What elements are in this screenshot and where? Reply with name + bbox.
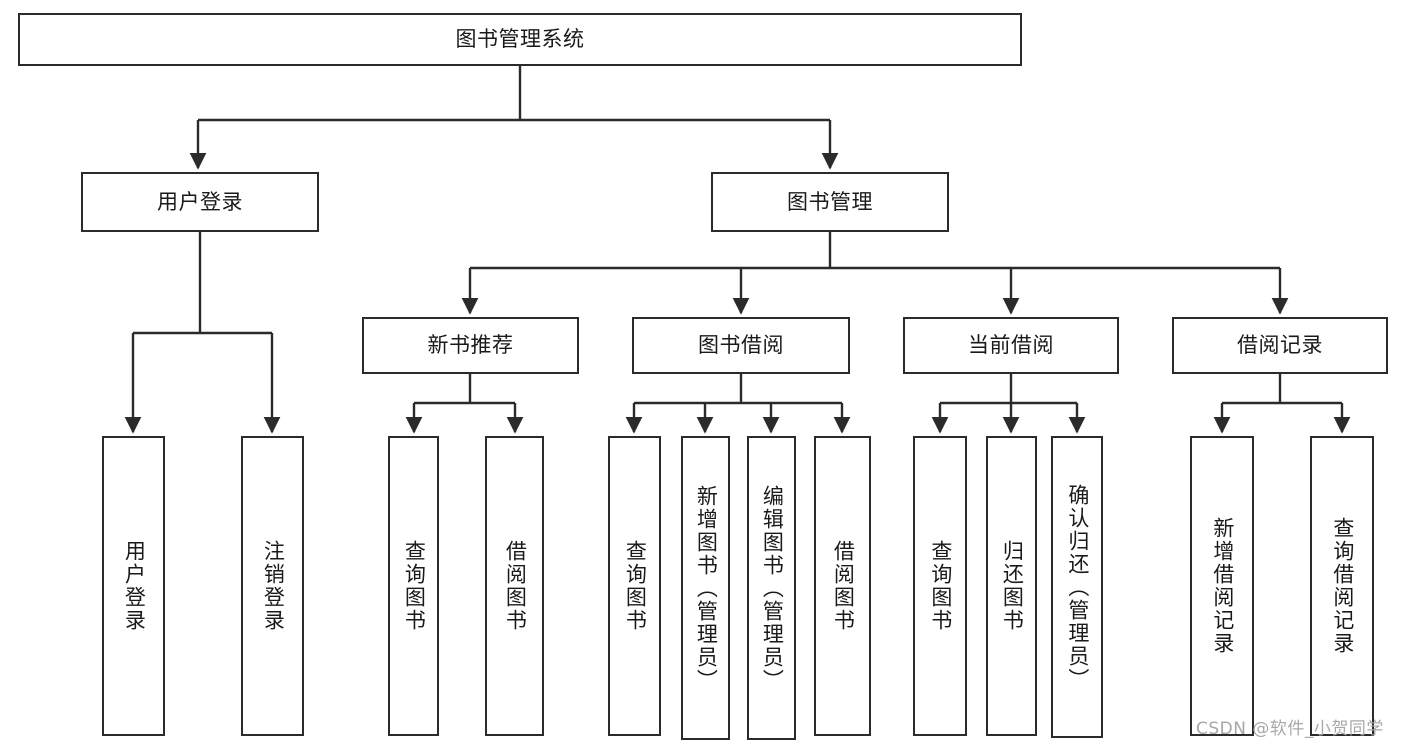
node-label: 查询借阅记录 [1330,517,1355,655]
node-new-book-recommend[interactable]: 新书推荐 [362,317,579,374]
node-root-system[interactable]: 图书管理系统 [18,13,1022,66]
node-label: 查询图书 [623,540,648,632]
node-label: 图书管理系统 [455,27,585,52]
node-borrow-records[interactable]: 借阅记录 [1172,317,1388,374]
node-label: 借阅图书 [831,540,856,632]
node-label: 注销登录 [261,540,286,632]
node-leaf[interactable]: 借阅图书 [485,436,544,736]
node-label: 用户登录 [122,540,147,632]
node-leaf[interactable]: 新增借阅记录 [1190,436,1254,736]
node-label: 查询图书 [402,540,427,632]
node-leaf[interactable]: 查询图书 [913,436,967,736]
node-label: 图书借阅 [698,333,784,358]
node-leaf[interactable]: 确认归还（管理员） [1051,436,1103,738]
node-label: 新增借阅记录 [1210,517,1235,655]
node-label: 用户登录 [157,189,243,214]
node-leaf[interactable]: 归还图书 [986,436,1037,736]
node-book-management[interactable]: 图书管理 [711,172,949,232]
node-leaf[interactable]: 借阅图书 [814,436,871,736]
node-leaf[interactable]: 用户登录 [102,436,165,736]
node-leaf[interactable]: 查询图书 [388,436,439,736]
node-label: 图书管理 [787,189,873,214]
node-current-borrow[interactable]: 当前借阅 [903,317,1119,374]
node-label: 编辑图书（管理员） [760,484,785,692]
node-leaf[interactable]: 编辑图书（管理员） [747,436,796,740]
node-label: 归还图书 [1000,540,1025,632]
node-leaf[interactable]: 注销登录 [241,436,304,736]
node-user-login[interactable]: 用户登录 [81,172,319,232]
node-label: 借阅图书 [503,540,528,632]
node-label: 借阅记录 [1237,333,1323,358]
node-label: 新书推荐 [427,333,514,358]
node-leaf[interactable]: 查询借阅记录 [1310,436,1374,736]
node-label: 当前借阅 [968,333,1054,358]
node-label: 确认归还（管理员） [1065,483,1090,691]
node-label: 新增图书（管理员） [694,484,719,692]
node-leaf[interactable]: 新增图书（管理员） [681,436,730,740]
node-label: 查询图书 [928,540,953,632]
node-book-borrow[interactable]: 图书借阅 [632,317,850,374]
node-leaf[interactable]: 查询图书 [608,436,661,736]
csdn-watermark: CSDN @软件_小贺同学 [1196,719,1384,739]
